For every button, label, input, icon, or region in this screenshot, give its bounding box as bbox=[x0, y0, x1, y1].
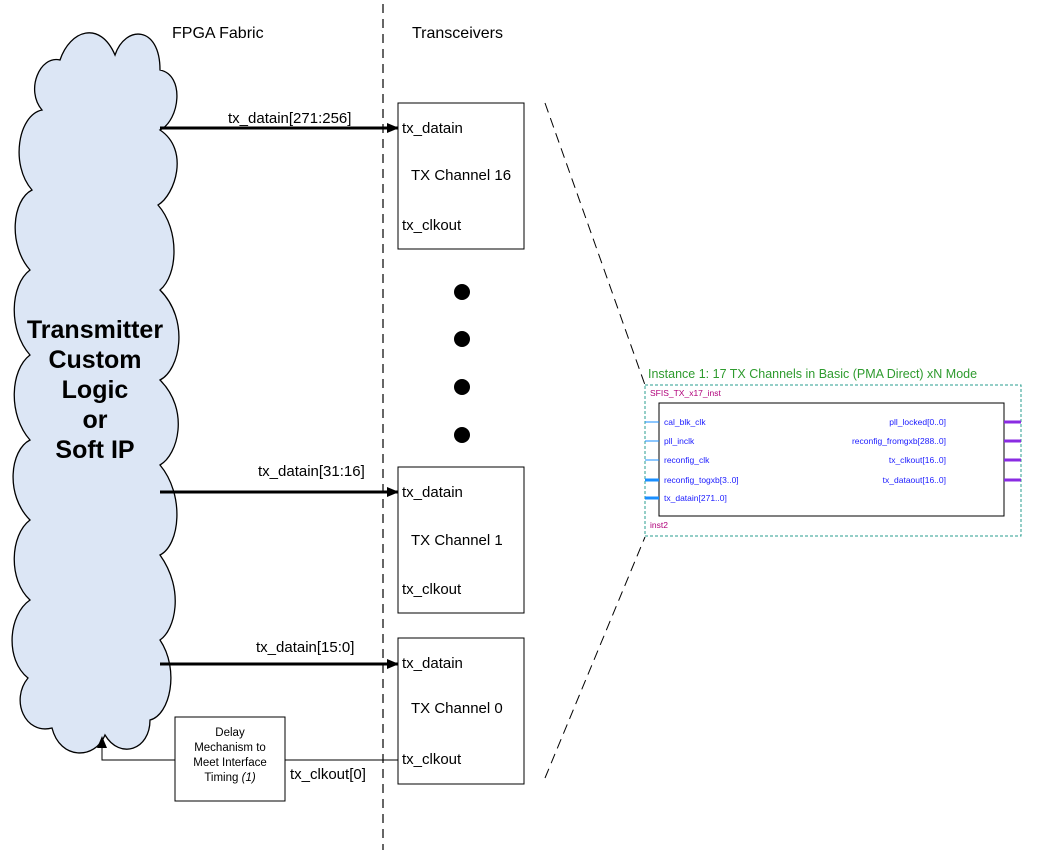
instance-name: SFIS_TX_x17_inst bbox=[650, 388, 722, 398]
instance-inst-label: inst2 bbox=[650, 520, 668, 530]
transmitter-cloud bbox=[11, 32, 180, 754]
ch16-name: TX Channel 16 bbox=[411, 167, 511, 184]
cloud-line-2: Custom bbox=[48, 346, 141, 374]
bus-label-ch1: tx_datain[31:16] bbox=[258, 463, 365, 480]
ch16-datain-port: tx_datain bbox=[402, 120, 463, 137]
ch0-datain-port: tx_datain bbox=[402, 655, 463, 672]
right-pin-1: pll_locked[0..0] bbox=[889, 417, 946, 427]
delay-line-4: Timing (1) bbox=[204, 772, 256, 784]
ellipsis-dot bbox=[454, 331, 470, 347]
delay-line-3: Meet Interface bbox=[193, 757, 267, 769]
ch16-clkout-port: tx_clkout bbox=[402, 217, 462, 234]
ch0-name: TX Channel 0 bbox=[411, 700, 503, 717]
header-fpga-fabric: FPGA Fabric bbox=[172, 25, 264, 42]
bus-label-ch16: tx_datain[271:256] bbox=[228, 110, 351, 127]
ellipsis-dot bbox=[454, 284, 470, 300]
ch1-name: TX Channel 1 bbox=[411, 532, 503, 549]
cloud-line-5: Soft IP bbox=[55, 436, 134, 464]
ellipsis-dot bbox=[454, 379, 470, 395]
ch1-clkout-port: tx_clkout bbox=[402, 581, 462, 598]
bus-label-ch0: tx_datain[15:0] bbox=[256, 639, 354, 656]
left-pin-5: tx_datain[271..0] bbox=[664, 493, 727, 503]
cloud-line-3: Logic bbox=[62, 376, 129, 404]
clkout0-label: tx_clkout[0] bbox=[290, 766, 366, 783]
ch0-clkout-port: tx_clkout bbox=[402, 751, 462, 768]
tx-channel-0-block: tx_datain TX Channel 0 tx_clkout bbox=[397, 637, 525, 785]
left-pin-2: pll_inclk bbox=[664, 436, 695, 446]
right-pin-2: reconfig_fromgxb[288..0] bbox=[852, 436, 946, 446]
tx-channel-1-block: tx_datain TX Channel 1 tx_clkout bbox=[397, 466, 525, 614]
delay-line-1: Delay bbox=[215, 727, 245, 739]
delay-mechanism-box: Delay Mechanism to Meet Interface Timing… bbox=[174, 716, 286, 802]
left-pin-3: reconfig_clk bbox=[664, 455, 710, 465]
delay-line-2: Mechanism to bbox=[194, 742, 266, 754]
right-pin-4: tx_dataout[16..0] bbox=[883, 475, 946, 485]
delay-return-wire bbox=[97, 736, 175, 761]
left-pin-4: reconfig_togxb[3..0] bbox=[664, 475, 739, 485]
cloud-line-4: or bbox=[83, 406, 108, 434]
ellipsis-dot bbox=[454, 427, 470, 443]
header-transceivers: Transceivers bbox=[412, 25, 503, 42]
cloud-line-1: Transmitter bbox=[27, 316, 163, 344]
ch1-datain-port: tx_datain bbox=[402, 484, 463, 501]
tx-channel-16-block: tx_datain TX Channel 16 tx_clkout bbox=[397, 102, 525, 250]
zoom-callout-bottom bbox=[544, 536, 646, 779]
instance-title: Instance 1: 17 TX Channels in Basic (PMA… bbox=[648, 367, 977, 381]
zoom-callout-top bbox=[544, 102, 646, 386]
left-pin-1: cal_blk_clk bbox=[664, 417, 706, 427]
right-pin-3: tx_clkout[16..0] bbox=[889, 455, 946, 465]
